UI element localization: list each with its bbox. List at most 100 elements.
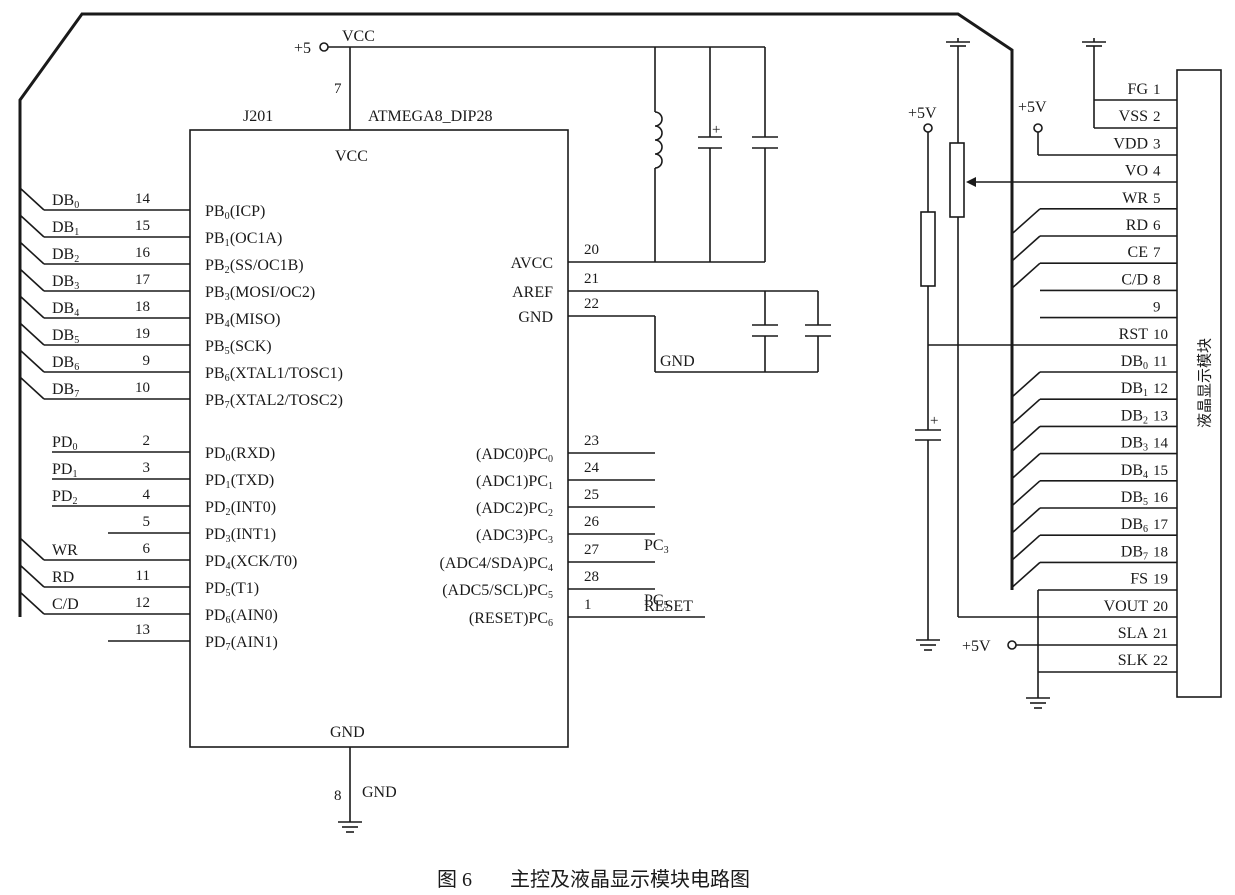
mcu-pin-number-5: 19 xyxy=(135,326,150,342)
lcd-pin-number-6: 6 xyxy=(1153,218,1161,234)
mcu-right-pin-name-8: (ADC5/SCL)PC5 xyxy=(442,582,553,601)
lcd-pin-name-12: DB1 xyxy=(1121,380,1148,399)
mcu-net-13: RD xyxy=(52,569,74,586)
lcd-pin-number-12: 12 xyxy=(1153,381,1168,397)
mcu-right-pin-number-3: 23 xyxy=(584,433,599,449)
mcu-pin-name-9: PD1 (TXD) xyxy=(205,472,274,491)
mcu-pin-name-13: PD5 (T1) xyxy=(205,580,259,599)
chip-gnd-label: GND xyxy=(330,724,365,741)
mcu-pin-number-12: 6 xyxy=(143,541,151,557)
mcu-right-pin-name-7: (ADC4/SDA)PC4 xyxy=(440,555,553,574)
mcu-right-pin-name-6: (ADC3)PC3 xyxy=(476,527,553,546)
mcu-right-pin-number-5: 25 xyxy=(584,487,599,503)
mcu-right-pin-name-0: AVCC xyxy=(511,255,553,272)
mcu-pin-name-3: PB3 (MOSI/OC2) xyxy=(205,284,315,303)
mcu-pin-number-13: 11 xyxy=(136,568,150,584)
lcd-pin-name-14: DB3 xyxy=(1121,435,1148,454)
mcu-net-6: DB6 xyxy=(52,354,79,373)
lcd-pin-name-20: VOUT xyxy=(1104,598,1149,615)
chip-vcc-label: VCC xyxy=(335,148,368,165)
lcd-pin-number-13: 13 xyxy=(1153,408,1168,424)
mcu-net-0: DB0 xyxy=(52,192,79,211)
potentiometer xyxy=(949,142,965,218)
lcd-pin-name-17: DB6 xyxy=(1121,516,1148,535)
lcd-pin-number-21: 21 xyxy=(1153,626,1168,642)
plus5-terminal xyxy=(319,42,329,52)
lcd-pin-name-16: DB5 xyxy=(1121,489,1148,508)
mcu-pin-number-10: 4 xyxy=(143,487,151,503)
mcu-net-12: WR xyxy=(52,542,78,559)
mcu-pin-number-8: 2 xyxy=(143,433,151,449)
static-wiring xyxy=(18,12,1222,833)
mcu-right-pin-number-7: 27 xyxy=(584,542,600,558)
mcu-net-4: DB4 xyxy=(52,300,79,319)
mcu-pin-number-3: 17 xyxy=(135,272,151,288)
lcd-pin-number-5: 5 xyxy=(1153,191,1161,207)
lcd-pin-name-15: DB4 xyxy=(1121,462,1148,481)
mcu-pin-number-11: 5 xyxy=(143,514,151,530)
cap-plus-sign: + xyxy=(712,122,720,138)
lcd-pin-name-21: SLA xyxy=(1118,625,1149,642)
chip-part: ATMEGA8_DIP28 xyxy=(368,108,492,125)
mcu-net-7: DB7 xyxy=(52,381,79,400)
mcu-right-pin-name-3: (ADC0)PC0 xyxy=(476,446,553,465)
lcd-pin-name-13: DB2 xyxy=(1121,407,1148,426)
gnd-net-label: GND xyxy=(660,353,695,370)
lcd-pin-number-1: 1 xyxy=(1153,82,1161,98)
mcu-pin-name-1: PB1 (OC1A) xyxy=(205,230,282,249)
mcu-pin-number-14: 12 xyxy=(135,595,150,611)
mcu-net-2: DB2 xyxy=(52,246,79,265)
mcu-pin-name-12: PD4 (XCK/T0) xyxy=(205,553,297,572)
lcd-module-body xyxy=(1176,69,1222,698)
lcd-pin-name-11: DB0 xyxy=(1121,353,1148,372)
mcu-right-pin-name-1: AREF xyxy=(512,284,553,301)
mcu-right-pin-number-8: 28 xyxy=(584,569,599,585)
mcu-pin-number-4: 18 xyxy=(135,299,150,315)
mcu-pin-name-6: PB6 (XTAL1/TOSC1) xyxy=(205,365,343,384)
lcd-pin-number-18: 18 xyxy=(1153,544,1168,560)
mcu-right-pin-number-0: 20 xyxy=(584,242,599,258)
lcd-pin-number-22: 22 xyxy=(1153,653,1168,669)
bottom-gnd-label: GND xyxy=(362,784,397,801)
mcu-pin-name-10: PD2 (INT0) xyxy=(205,499,276,518)
mcu-right-net-8: PC5 xyxy=(644,592,669,611)
mcu-net-1: DB1 xyxy=(52,219,79,238)
lcd-pin-name-10: RST xyxy=(1119,326,1149,343)
mcu-pin-name-8: PD0 (RXD) xyxy=(205,445,275,464)
gnd-pin-number: 8 xyxy=(334,788,342,804)
mcu-right-pin-name-5: (ADC2)PC2 xyxy=(476,500,553,519)
reset-resistor xyxy=(920,211,936,287)
mcu-pin-name-0: PB0 (ICP) xyxy=(205,203,265,222)
lcd-pin-name-3: VDD xyxy=(1113,135,1148,152)
plus5v-terminal xyxy=(923,123,933,133)
mcu-net-9: PD1 xyxy=(52,461,77,480)
lcd-pin-name-6: RD xyxy=(1126,217,1148,234)
lcd-module-title: 液晶显示模块 xyxy=(1196,338,1213,428)
lcd-pin-name-2: VSS xyxy=(1119,108,1148,125)
mcu-pin-name-2: PB2 (SS/OC1B) xyxy=(205,257,304,276)
mcu-pin-number-15: 13 xyxy=(135,622,150,638)
lcd-pin-number-3: 3 xyxy=(1153,136,1161,152)
mcu-net-3: DB3 xyxy=(52,273,79,292)
lcd-pin-number-11: 11 xyxy=(1153,354,1167,370)
mcu-pin-number-7: 10 xyxy=(135,380,150,396)
mcu-pin-number-6: 9 xyxy=(143,353,151,369)
plus5-label: +5 xyxy=(294,40,311,57)
mcu-right-pin-number-1: 21 xyxy=(584,271,599,287)
lcd-pin-number-19: 19 xyxy=(1153,572,1168,588)
lcd-pin-number-7: 7 xyxy=(1153,245,1161,261)
lcd-pin-name-5: WR xyxy=(1122,190,1148,207)
mcu-pin-name-5: PB5 (SCK) xyxy=(205,338,272,357)
lcd-pin-number-16: 16 xyxy=(1153,490,1169,506)
lcd-pin-number-14: 14 xyxy=(1153,436,1169,452)
mcu-pin-number-0: 14 xyxy=(135,191,151,207)
mcu-right-net-9: RESET xyxy=(644,598,693,615)
vdd-plus5v-label: +5V xyxy=(1018,99,1047,116)
lcd-pin-number-9: 9 xyxy=(1153,300,1161,316)
mcu-right-pin-name-9: (RESET)PC6 xyxy=(469,610,553,629)
rst-plus5v-label: +5V xyxy=(908,105,937,122)
lcd-pin-number-15: 15 xyxy=(1153,463,1168,479)
lcd-pin-number-17: 17 xyxy=(1153,517,1169,533)
